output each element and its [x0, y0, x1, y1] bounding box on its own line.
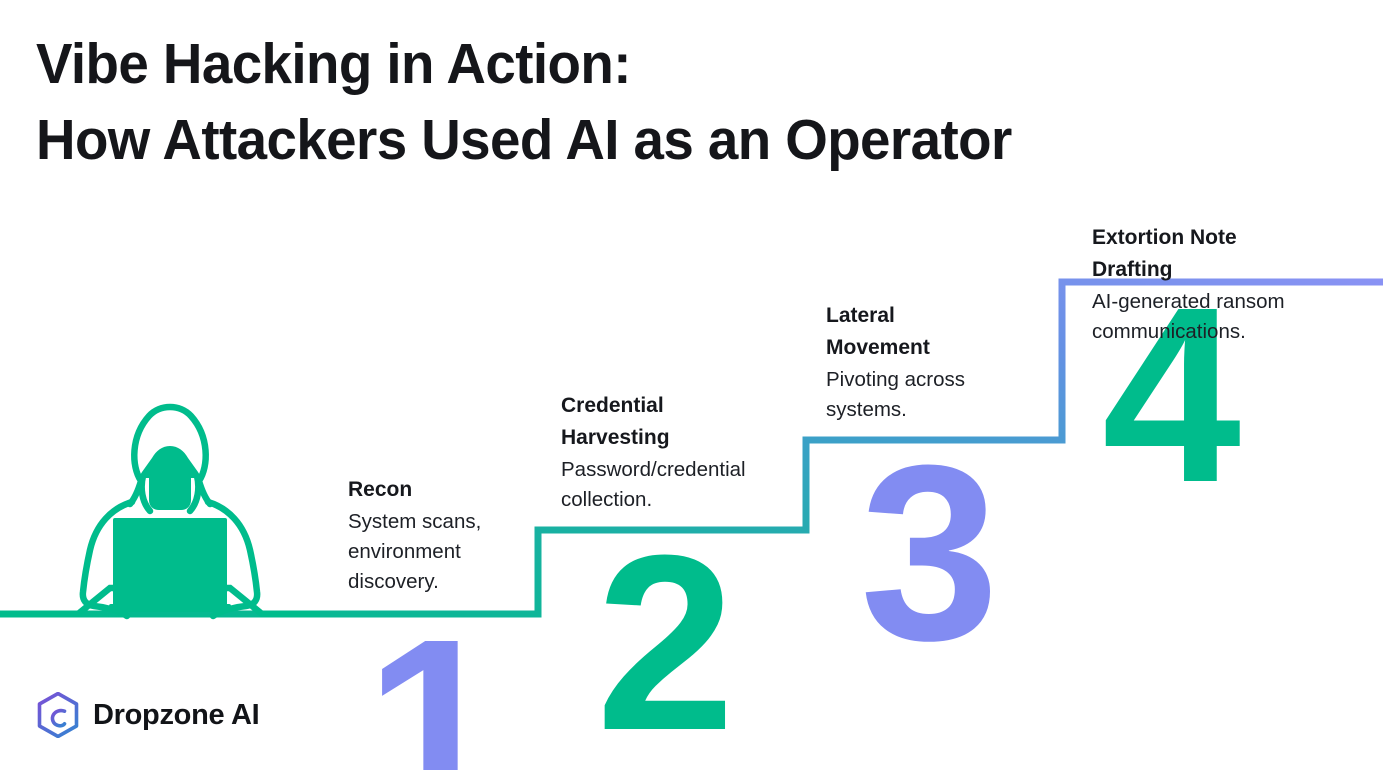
- step-label-2: Credential Harvesting Password/credentia…: [561, 390, 811, 515]
- step-numeral-2: 2: [596, 503, 735, 770]
- step-label-1: Recon System scans, environment discover…: [348, 474, 533, 597]
- step-numeral-4: 4: [1102, 255, 1241, 534]
- step-title-2: Credential Harvesting: [561, 394, 670, 449]
- step-desc-1: System scans, environment discovery.: [348, 510, 482, 593]
- step-numeral-3: 3: [860, 413, 999, 692]
- page-title: Vibe Hacking in Action: How Attackers Us…: [36, 26, 1236, 178]
- dropzone-hexagon-logo-icon: [37, 692, 79, 738]
- title-line-2: How Attackers Used AI as an Operator: [36, 108, 1012, 172]
- step-label-4: Extortion Note Drafting AI-generated ran…: [1092, 222, 1352, 347]
- hooded-hacker-icon: [0, 403, 320, 620]
- brand-logo[interactable]: Dropzone AI: [37, 692, 260, 738]
- step-title-4: Extortion Note Drafting: [1092, 226, 1237, 281]
- step-desc-3: Pivoting across systems.: [826, 368, 966, 421]
- step-label-3: Lateral Movement Pivoting across systems…: [826, 300, 1061, 425]
- brand-name: Dropzone AI: [93, 698, 260, 731]
- title-line-1: Vibe Hacking in Action:: [36, 32, 631, 96]
- step-desc-4: AI-generated ransom communications.: [1092, 290, 1285, 343]
- step-title-3: Lateral Movement: [826, 304, 930, 359]
- step-desc-2: Password/credential collection.: [561, 458, 746, 511]
- step-numeral-1: 1: [365, 587, 504, 770]
- step-title-1: Recon: [348, 478, 413, 501]
